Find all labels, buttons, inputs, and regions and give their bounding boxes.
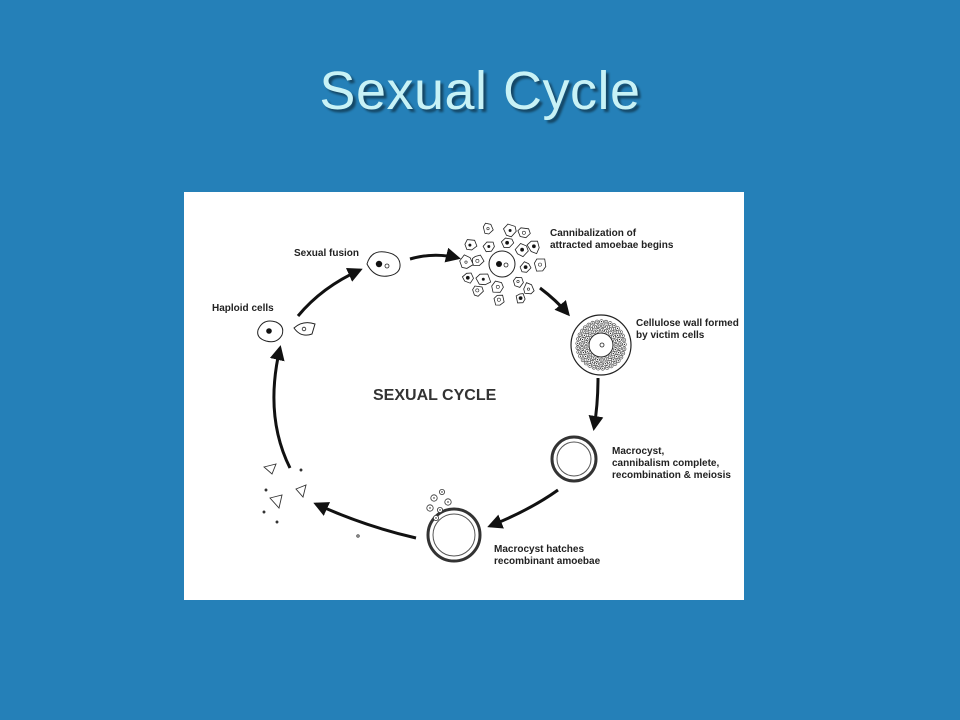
slide-title: Sexual Cycle [319,61,641,121]
fusion-cell [366,251,401,277]
label-line: attracted amoebae begins [550,240,674,251]
label-line: recombination & meiosis [612,470,731,481]
arrow-wall-to-macrocyst [588,377,604,431]
cannibalization-cluster [459,222,547,306]
arrow-fusion-to-cannibalization [409,247,461,263]
sexual-cycle-diagram: Sexual fusion Cannibalization of attract… [184,192,744,600]
label-line: Cellulose wall formed [636,318,739,329]
label-sexual-fusion: Sexual fusion [294,248,359,260]
label-line: cannibalism complete, [612,458,720,469]
label-line: by victim cells [636,330,705,341]
arrow-hatch-to-scattered [313,502,417,540]
arrow-cannibalization-to-wall [539,286,570,317]
arrow-macrocyst-to-hatch [487,488,559,529]
arrow-haploid-to-fusion [296,268,363,317]
label-line: Cannibalization of [550,228,637,239]
diagram-center-title: SEXUAL CYCLE [373,387,497,404]
label-cannibalization: Cannibalization of attracted amoebae beg… [550,228,673,252]
label-haploid-cells: Haploid cells [212,303,274,315]
label-line: Sexual fusion [294,248,360,259]
cycle-arrows [269,247,604,540]
label-cellulose-wall: Cellulose wall formed by victim cells [636,318,739,342]
label-line: Haploid cells [212,303,274,314]
arrow-scattered-to-haploid [269,345,292,469]
label-macrocyst-hatches: Macrocyst hatches recombinant amoebae [494,544,600,568]
haploid-cells-group [257,320,316,343]
emerging-amoebae [426,488,452,521]
label-line: Macrocyst hatches [494,544,585,555]
cellulose-wall-cyst [570,314,632,376]
label-macrocyst: Macrocyst, cannibalism complete, recombi… [612,446,731,482]
label-line: Macrocyst, [612,446,665,457]
macrocyst-cyst [550,435,598,483]
label-line: recombinant amoebae [494,556,601,567]
cycle-illustration [257,222,632,563]
hatching-macrocyst [426,488,482,563]
scattered-amoebae [262,463,360,538]
